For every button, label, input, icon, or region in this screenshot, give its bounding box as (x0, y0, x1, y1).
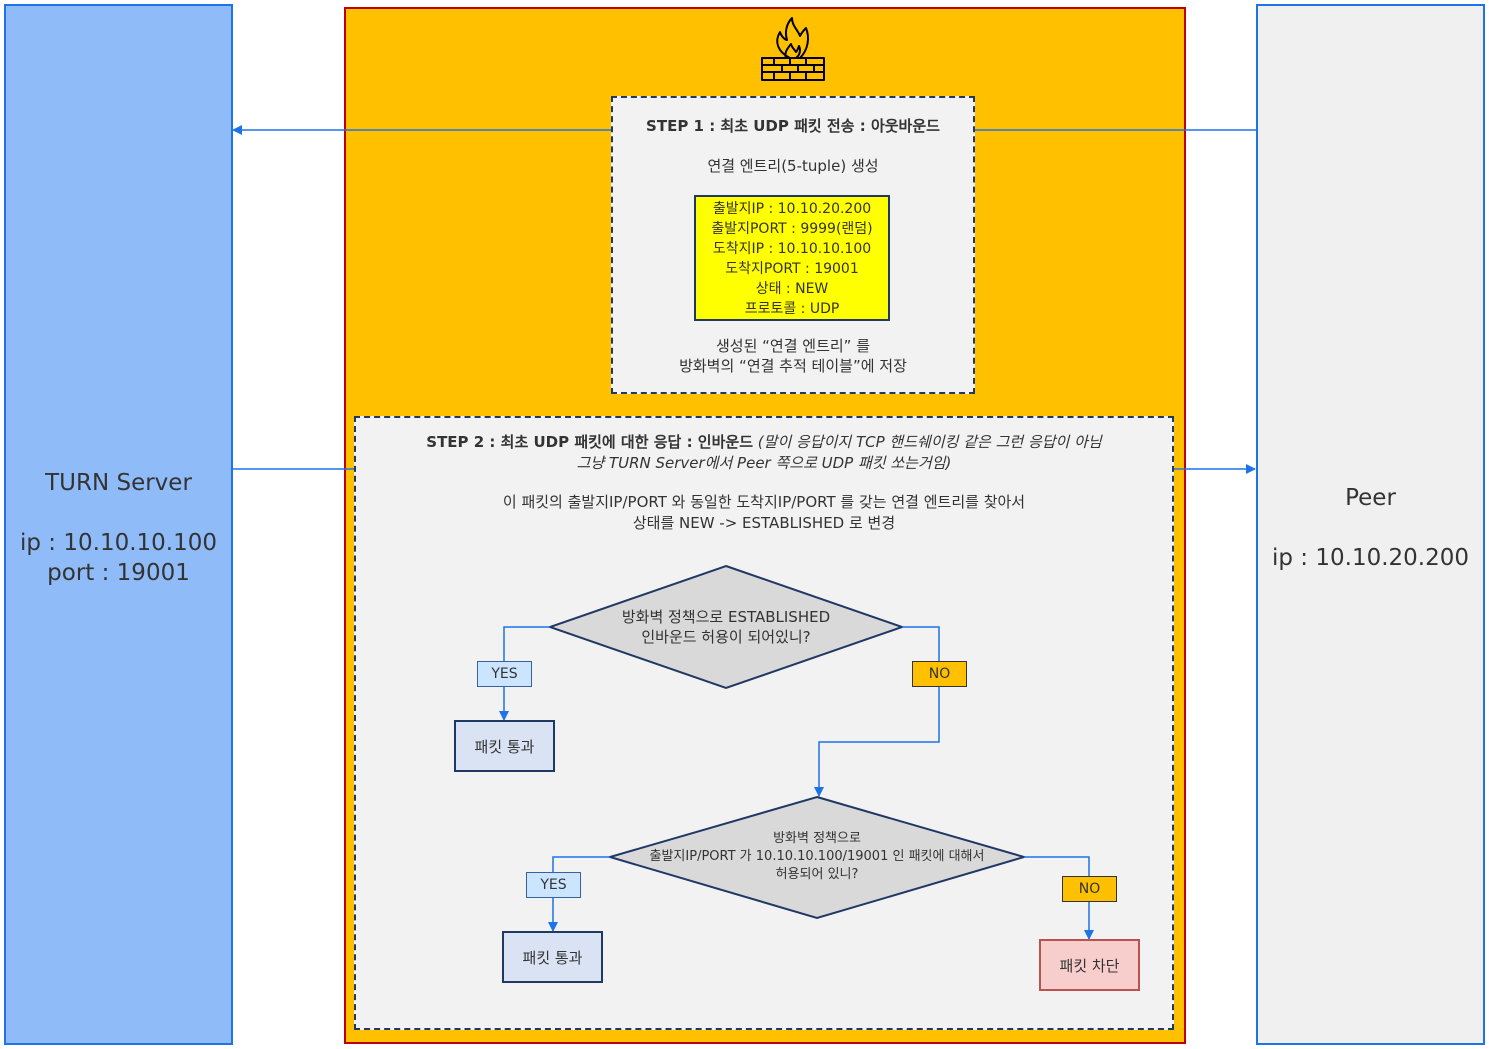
connection-entry-box: 출발지IP : 10.10.20.200 출발지PORT : 9999(랜덤) … (694, 195, 890, 321)
step2-remark-line2: 그냥 TURN Server에서 Peer 쪽으로 UDP 패킷 쏘는거임) (576, 454, 952, 472)
step1-note-line1: 생성된 “연결 엔트리” 를 (715, 337, 871, 355)
turn-server-ip: ip : 10.10.10.100 (20, 530, 217, 556)
step2-desc-line1: 이 패킷의 출발지IP/PORT 와 동일한 도착지IP/PORT 를 갖는 연… (502, 493, 1026, 511)
peer-ip: ip : 10.10.20.200 (1272, 545, 1469, 571)
packet-pass-box-2: 패킷 통과 (502, 931, 603, 983)
decision2-no-path (1024, 856, 1094, 940)
turn-server-name: TURN Server (45, 470, 192, 496)
step2-remark-line1: (말이 응답이지 TCP 핸드쉐이킹 같은 그런 응답이 아님 (757, 433, 1102, 451)
decision1-no-label: NO (912, 661, 967, 687)
turn-server-port: port : 19001 (47, 560, 190, 586)
decision2-yes-path (548, 856, 610, 932)
decision2-yes-label: YES (526, 872, 581, 898)
decision1-no-path (814, 626, 940, 797)
decision1-line2: 인바운드 허용이 되어있니? (641, 628, 811, 646)
decision2-no-label: NO (1062, 876, 1117, 902)
decision1-yes-label: YES (477, 661, 532, 687)
packet-pass-box-1: 패킷 통과 (454, 720, 555, 772)
turn-server-node: TURN Server ip : 10.10.10.100 port : 190… (4, 4, 233, 1045)
step2-desc-line2: 상태를 NEW -> ESTABLISHED 로 변경 (632, 514, 896, 532)
tuple-dest-ip: 도착지IP : 10.10.10.100 (712, 241, 872, 257)
step1-note-line2: 방화벽의 “연결 추적 테이블”에 저장 (679, 357, 907, 375)
packet-block-box: 패킷 차단 (1039, 939, 1140, 991)
peer-name: Peer (1345, 485, 1396, 511)
step2-title: STEP 2 : 최초 UDP 패킷에 대한 응답 : 인바운드 (426, 433, 754, 451)
decision1-yes-path (499, 626, 550, 721)
tuple-state: 상태 : NEW (755, 281, 829, 297)
tuple-source-port: 출발지PORT : 9999(랜덤) (711, 221, 873, 237)
tuple-protocol: 프로토콜 : UDP (744, 301, 840, 317)
peer-node: Peer ip : 10.10.20.200 (1256, 4, 1485, 1045)
tuple-dest-port: 도착지PORT : 19001 (725, 261, 859, 277)
step2-title-row: STEP 2 : 최초 UDP 패킷에 대한 응답 : 인바운드 (말이 응답이… (354, 432, 1174, 452)
decision2-line1: 방화벽 정책으로 (773, 831, 861, 846)
decision2-line2: 출발지IP/PORT 가 10.10.10.100/19001 인 패킷에 대해… (649, 849, 985, 864)
decision1-diamond (546, 564, 906, 690)
decision2-line3: 허용되어 있니? (775, 867, 859, 882)
step1-subtitle: 연결 엔트리(5-tuple) 생성 (707, 157, 879, 175)
decision1-line1: 방화벽 정책으로 ESTABLISHED (621, 608, 831, 626)
step1-title: STEP 1 : 최초 UDP 패킷 전송 : 아웃바운드 (646, 117, 940, 135)
tuple-source-ip: 출발지IP : 10.10.20.200 (712, 201, 872, 217)
decision2-diamond (606, 795, 1028, 920)
